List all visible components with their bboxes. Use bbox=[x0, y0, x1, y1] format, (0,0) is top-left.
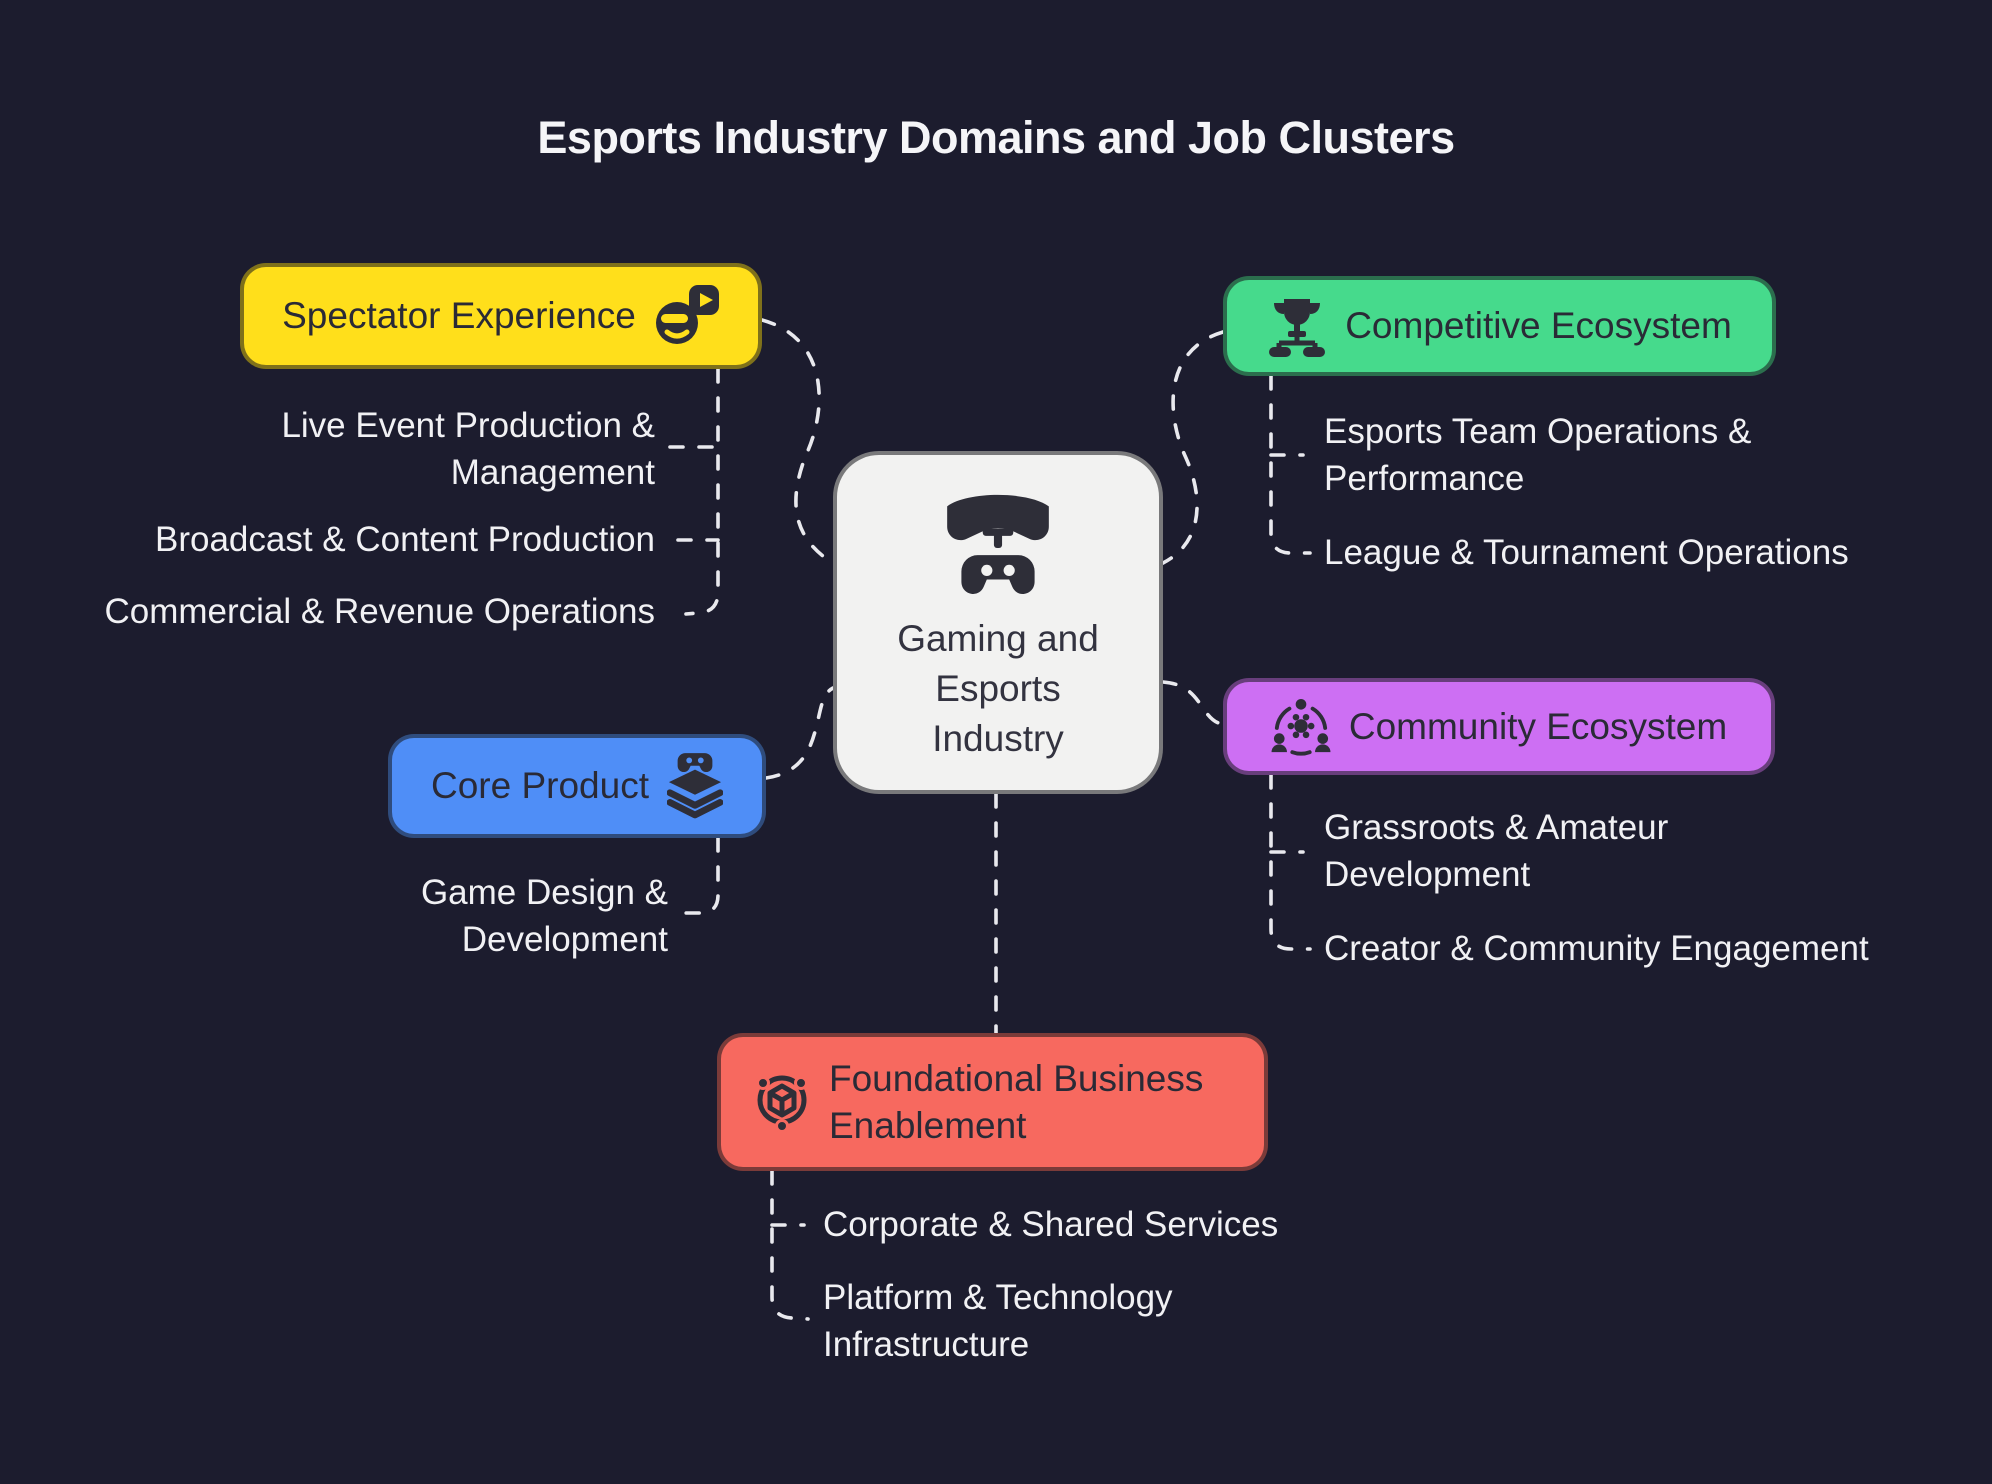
spectator-node-label: Spectator Experience bbox=[282, 295, 636, 336]
leaf-league-tournament-operations: League & Tournament Operations bbox=[1324, 533, 1849, 572]
leaf-platform-technology-infrastructure: Platform & Technology Infrastructure bbox=[823, 1278, 1173, 1364]
cube-orbit-icon bbox=[756, 1075, 808, 1132]
leaf-esports-team-operations-performance: Esports Team Operations & Performance bbox=[1324, 412, 1752, 498]
community-node-label: Community Ecosystem bbox=[1348, 705, 1728, 747]
domain-node-foundational-business-enablement: Foundational Business Enablement bbox=[717, 1033, 1268, 1171]
center-node-gaming-esports-industry: Gaming and Esports Industry bbox=[833, 451, 1163, 794]
center-node-label: Gaming and Esports Industry bbox=[897, 617, 1099, 759]
leaf-grassroots-amateur-development: Grassroots & Amateur Development bbox=[1324, 808, 1669, 894]
leaf-live-event-production-management: Live Event Production & Management bbox=[281, 406, 655, 492]
edge-center-community bbox=[1161, 680, 1225, 726]
domain-node-competitive-ecosystem: Competitive Ecosystem bbox=[1223, 276, 1776, 376]
gamepad-layers-icon bbox=[667, 753, 723, 819]
edge-core-center bbox=[764, 686, 835, 780]
people-gear-icon bbox=[1271, 698, 1331, 756]
tree-core bbox=[680, 836, 720, 915]
foundational-node-label: Foundational Business Enablement bbox=[829, 1058, 1204, 1146]
tree-foundational bbox=[770, 1169, 810, 1321]
leaf-corporate-shared-services: Corporate & Shared Services bbox=[823, 1205, 1279, 1244]
leaf-broadcast-content-production: Broadcast & Content Production bbox=[154, 520, 655, 559]
domain-node-community-ecosystem: Community Ecosystem bbox=[1223, 678, 1775, 775]
domain-node-spectator-experience: Spectator Experience bbox=[240, 263, 762, 369]
leaf-creator-community-engagement: Creator & Community Engagement bbox=[1324, 929, 1869, 968]
tree-competitive bbox=[1269, 374, 1312, 555]
tree-spectator bbox=[684, 367, 720, 616]
leaf-commercial-revenue-operations: Commercial & Revenue Operations bbox=[104, 592, 655, 631]
tree-community bbox=[1269, 773, 1312, 951]
leaf-game-design-development: Game Design & Development bbox=[420, 873, 668, 959]
domain-node-core-product: Core Product bbox=[388, 734, 766, 838]
diagram-title: Esports Industry Domains and Job Cluster… bbox=[537, 112, 1455, 163]
trophy-bracket-icon bbox=[1269, 299, 1326, 357]
spectator-media-icon bbox=[655, 285, 719, 344]
edge-competitive-center bbox=[1161, 330, 1225, 565]
competitive-node-label: Competitive Ecosystem bbox=[1345, 305, 1732, 346]
core-product-node-label: Core Product bbox=[431, 765, 649, 806]
edge-spectator-center bbox=[760, 318, 835, 565]
vr-headset-gamepad-icon bbox=[947, 494, 1049, 594]
